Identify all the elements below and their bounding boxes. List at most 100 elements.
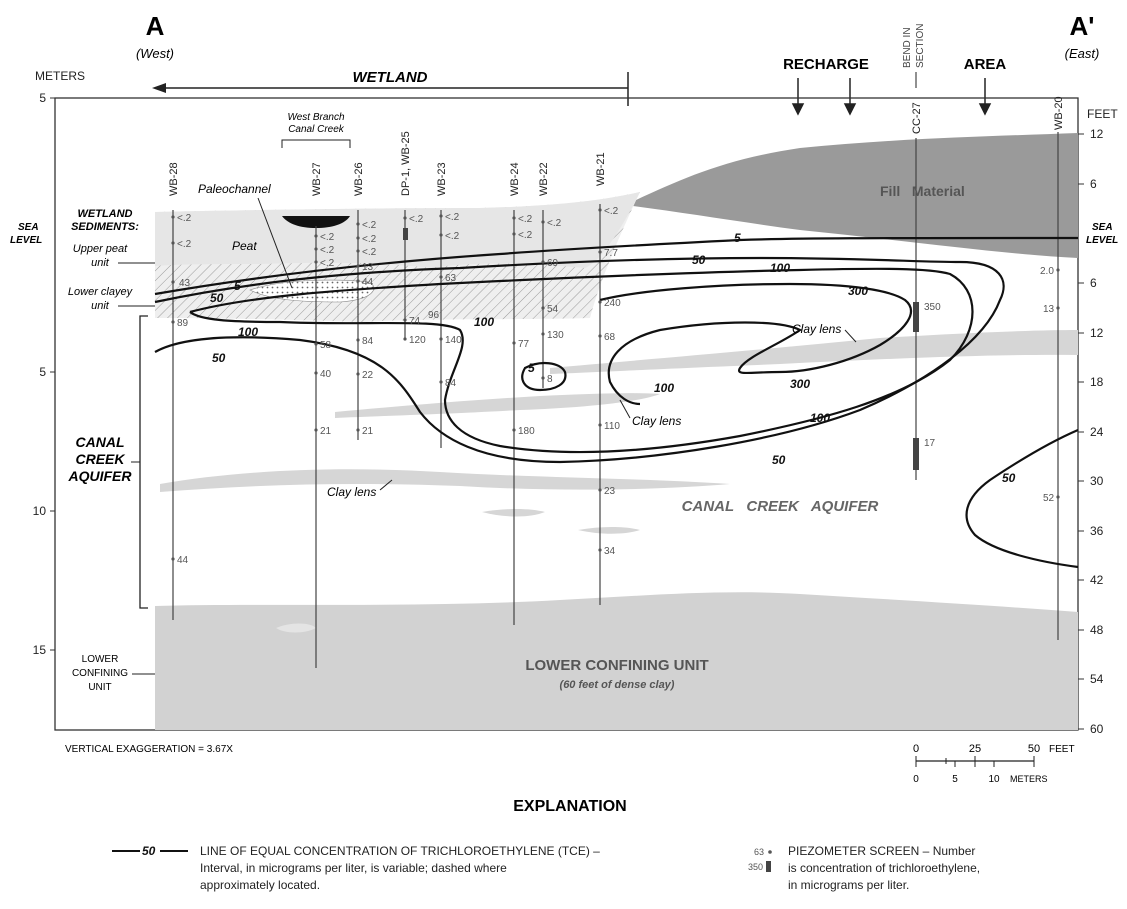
conc-9: 58 <box>320 340 332 351</box>
conc-23: <.2 <box>445 212 460 223</box>
contour-100-outer <box>189 267 974 454</box>
legend-piezometer: 63 350 PIEZOMETER SCREEN – Number is con… <box>748 844 980 892</box>
section-letter-a-prime: A' <box>1070 11 1095 41</box>
sea-level-right-1: SEA <box>1092 222 1113 233</box>
paleochannel-label: Paleochannel <box>198 182 271 196</box>
conc-1: <.2 <box>177 213 192 224</box>
clay-lens-label-1: Clay lens <box>792 322 841 336</box>
conc-39: 7.7 <box>604 248 618 259</box>
section-dir-east: (East) <box>1065 46 1100 61</box>
well-label-wb24: WB-24 <box>509 162 521 196</box>
scale-feet-50: 50 <box>1028 743 1040 755</box>
scale-m-5: 5 <box>952 774 958 785</box>
confining-note: (60 feet of dense clay) <box>560 679 675 691</box>
sea-level-left-2: LEVEL <box>10 235 42 246</box>
legend-line-sample: 50 <box>142 844 156 858</box>
meters-axis: 5 5 10 15 <box>33 91 55 657</box>
clay-lens-small-2 <box>578 527 640 534</box>
contour-label-6: 50 <box>692 253 706 267</box>
fill-material <box>625 133 1078 258</box>
meters-tick-1: 5 <box>39 91 46 105</box>
legend-pz-sample-2: 350 <box>748 862 763 872</box>
upper-peat-unit <box>155 192 640 268</box>
conc-10: 40 <box>320 369 332 380</box>
contour-50 <box>154 256 1005 464</box>
contour-label-15: 50 <box>1002 471 1016 485</box>
piezometer-bar-17 <box>913 438 919 470</box>
conc-45: 350 <box>924 302 941 313</box>
well-label-wb21: WB-21 <box>595 152 607 186</box>
area-label: AREA <box>964 56 1007 73</box>
well-label-cc27: CC-27 <box>911 102 923 134</box>
feet-tick-5: 18 <box>1090 375 1104 389</box>
contour-label-12: 50 <box>212 351 226 365</box>
conc-17: 84 <box>362 336 374 347</box>
clay-lens-leader-1 <box>844 329 857 343</box>
scale-m-0: 0 <box>913 774 919 785</box>
well-lines <box>172 132 1059 668</box>
contour-5-closed <box>521 362 567 392</box>
conc-21: 74 <box>409 316 421 327</box>
meters-tick-2: 5 <box>39 365 46 379</box>
conc-26: 96 <box>428 310 440 321</box>
clay-lens-lower <box>160 469 730 492</box>
contour-labels: 5 50 100 300 5 50 100 100 300 100 50 50 … <box>210 231 1016 485</box>
well-label-wb27: WB-27 <box>311 162 323 196</box>
legend-line-text-1: LINE OF EQUAL CONCENTRATION OF TRICHLORO… <box>200 844 600 858</box>
feet-tick-6: 24 <box>1090 425 1104 439</box>
conc-33: <.2 <box>547 218 562 229</box>
vertical-exaggeration: VERTICAL EXAGGERATION = 3.67X <box>65 744 233 755</box>
conc-42: 110 <box>604 421 620 432</box>
conc-31: 77 <box>518 339 530 350</box>
conc-19: 21 <box>362 426 374 437</box>
feet-tick-4: 12 <box>1090 326 1104 340</box>
clay-lens-middle <box>335 393 660 418</box>
feet-tick-9: 42 <box>1090 573 1104 587</box>
wetland-label: WETLAND <box>353 69 428 86</box>
conc-6: <.2 <box>320 232 335 243</box>
conc-12: <.2 <box>362 220 377 231</box>
meters-tick-3: 10 <box>33 504 47 518</box>
legend-pz-text-1: PIEZOMETER SCREEN – Number <box>788 844 975 858</box>
section-letter-a: A <box>146 11 165 41</box>
sea-level-left-1: SEA <box>18 222 39 233</box>
feet-tick-2: 6 <box>1090 177 1097 191</box>
scale-feet-unit: FEET <box>1049 744 1075 755</box>
wetland-extent-arrow <box>152 72 629 106</box>
feet-tick-1: 12 <box>1090 127 1104 141</box>
legend-pz-text-3: in micrograms per liter. <box>788 878 909 892</box>
legend-pz-sample-1: 63 <box>754 847 764 857</box>
conc-11: 21 <box>320 426 332 437</box>
west-branch-label-2: Canal Creek <box>288 124 345 135</box>
scale-m-unit: METERS <box>1010 774 1048 784</box>
wetland-sediments-label-1: WETLAND <box>78 208 133 220</box>
conc-34: 69 <box>547 258 559 269</box>
well-label-wb20: WB-20 <box>1053 96 1065 130</box>
conc-2: <.2 <box>177 239 192 250</box>
conc-35: 54 <box>547 304 559 315</box>
feet-tick-7: 30 <box>1090 474 1104 488</box>
contour-5-top <box>154 236 1079 296</box>
clay-lens-leader-3 <box>379 479 393 491</box>
conc-48: 13 <box>1043 304 1055 315</box>
clay-lens-leader-2 <box>619 399 631 419</box>
conc-3: 43 <box>179 278 191 289</box>
upper-peat-label-1: Upper peat <box>73 243 128 255</box>
contour-label-5: 5 <box>734 231 741 245</box>
bend-in-section-label: BEND IN SECTION <box>902 24 926 88</box>
lower-confining-unit <box>155 592 1078 730</box>
feet-tick-12: 60 <box>1090 722 1104 736</box>
section-dir-west: (West) <box>136 46 174 61</box>
piezometer-bar-350 <box>913 302 919 332</box>
conc-7: <.2 <box>320 245 335 256</box>
conc-28: 84 <box>445 378 457 389</box>
meters-tick-4: 15 <box>33 643 47 657</box>
conc-44: 34 <box>604 546 616 557</box>
aquifer-left-label-2: CREEK <box>75 451 125 467</box>
legend-line-text-3: approximately located. <box>200 878 320 892</box>
conc-24: <.2 <box>445 231 460 242</box>
legend-contour-line: 50 LINE OF EQUAL CONCENTRATION OF TRICHL… <box>112 844 600 892</box>
well-label-wb26: WB-26 <box>353 162 365 196</box>
contour-300-and-100 <box>599 282 912 406</box>
contour-label-8: 100 <box>474 315 494 329</box>
